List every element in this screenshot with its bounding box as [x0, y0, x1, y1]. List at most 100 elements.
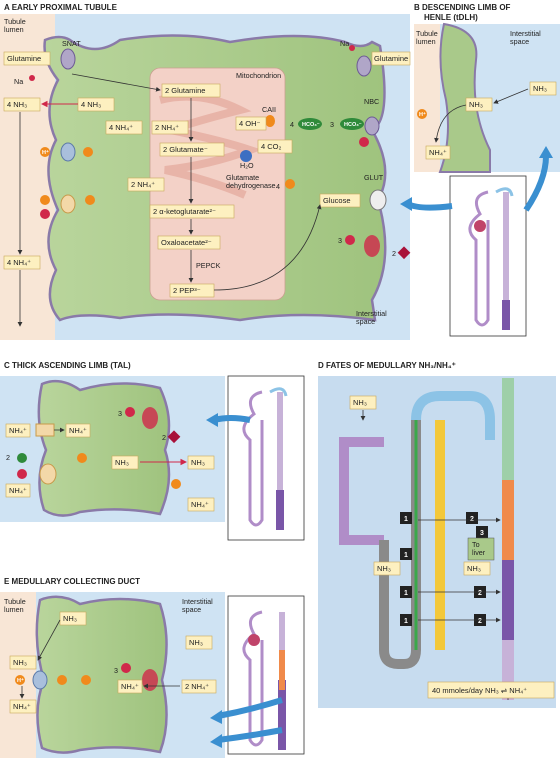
b-lumen-2: lumen — [416, 37, 436, 46]
panel-b: B DESCENDING LIMB OF HENLE (tDLH) Tubule… — [414, 3, 560, 173]
d-n3: 3 — [480, 530, 484, 537]
pointer-to-e-1 — [217, 697, 283, 719]
nh4-2a: 2 NH₄⁺ — [155, 123, 179, 132]
c-nh4-lumen: NH₄⁺ — [9, 426, 27, 435]
glutamine-right: Glutamine — [374, 54, 408, 63]
gln2-box — [161, 83, 221, 98]
pointer-to-a-head — [400, 197, 412, 211]
interstitial-label-2: space — [356, 317, 375, 326]
akg: 2 α-ketoglutarate²⁻ — [153, 207, 216, 216]
panel-d-title: D FATES OF MEDULLARY NH₃/NH₄⁺ — [318, 361, 456, 370]
c-na-ion — [17, 469, 27, 479]
d-footer-box — [427, 681, 555, 699]
nh4-2b-box — [127, 177, 165, 192]
b-inter-1: Interstitial — [510, 29, 541, 38]
d-loop-thin — [379, 420, 421, 669]
gdh-label-1: Glutamate — [226, 173, 259, 182]
panel-d: D FATES OF MEDULLARY NH₃/NH₄⁺ NH₃ 1 2 3 … — [318, 361, 556, 708]
snat-transporter — [60, 48, 76, 70]
na-k-atpase — [364, 235, 380, 257]
glutamine-left-box — [3, 51, 51, 66]
k-ion — [397, 246, 411, 260]
e-inter-1: Interstitial — [182, 597, 213, 606]
b-nh3-arrow-1 — [493, 88, 529, 104]
pointer-to-e-2 — [217, 727, 283, 743]
na-pump — [345, 235, 355, 245]
d-marker-2a — [466, 512, 478, 524]
d-prox-tubule — [339, 437, 384, 545]
oaa-box — [157, 235, 221, 250]
d-nh3-b-box — [463, 561, 491, 576]
b-nh4: NH₄⁺ — [429, 148, 447, 157]
b-h-label: H⁺ — [419, 111, 426, 118]
hco3-cell-label: HCO₃⁻ — [302, 122, 320, 128]
h-ion-3 — [40, 195, 50, 205]
hco3-cell — [298, 118, 322, 130]
c-cl2: 2 — [6, 453, 10, 462]
b-nh3-int-box — [529, 81, 557, 96]
nephron-inset-e — [227, 595, 305, 755]
h-ion-1-label: H⁺ — [42, 149, 49, 156]
h2o-molecule — [240, 150, 252, 162]
e-lumen-1: Tubule — [4, 597, 26, 606]
svg-text:1: 1 — [404, 590, 408, 597]
nh4-4: 4 NH₄⁺ — [109, 123, 133, 132]
c-na-k-atpase — [142, 407, 158, 429]
nh3-lumen: 4 NH₃ — [7, 100, 27, 109]
glucose: Glucose — [323, 196, 351, 205]
b-nh3-int: NH₃ — [533, 84, 547, 93]
c-h-int — [171, 479, 181, 489]
pointer-to-c-head — [206, 413, 218, 427]
d-liver-box — [467, 537, 495, 561]
nhe3-transporter — [60, 142, 76, 162]
k2-label: 2 — [392, 249, 396, 258]
glutamine-left: Glutamine — [7, 54, 41, 63]
pointer-to-b-head — [539, 146, 553, 158]
interstitial-label-1: Interstitial — [356, 309, 387, 318]
oh4-box — [235, 116, 267, 131]
e-nh4-cell: NH₄⁺ — [121, 682, 139, 691]
lumen-label-2: lumen — [4, 25, 24, 34]
d-nh3-top-box — [349, 395, 377, 410]
panel-c: C THICK ASCENDING LIMB (TAL) NH₄⁺ NH₄⁺ 2… — [0, 361, 225, 522]
glutamate-box — [159, 142, 225, 157]
lumen-bg — [0, 14, 55, 340]
h-ion-cell — [285, 179, 295, 189]
d-marker-1a — [400, 512, 412, 524]
na-right-label: Na — [340, 39, 349, 48]
b-nh3-cell: NH₃ — [469, 100, 483, 109]
h-ion-4 — [85, 195, 95, 205]
c-nh4-lumen-2: NH₄⁺ — [9, 486, 27, 495]
d-nh3-a-box — [373, 561, 401, 576]
glutamate: 2 Glutamate⁻ — [163, 145, 208, 154]
b-lumen-1: Tubule — [416, 29, 438, 38]
panel-b-title-2: HENLE (tDLH) — [424, 13, 478, 22]
nh4-4-box — [105, 120, 143, 135]
panel-e: E MEDULLARY COLLECTING DUCT Tubule lumen… — [0, 577, 225, 758]
svg-text:2: 2 — [478, 590, 482, 597]
b-h-ion — [417, 109, 427, 119]
pointer-to-b — [523, 155, 549, 212]
panel-a-title: A EARLY PROXIMAL TUBULE — [4, 3, 118, 12]
cristae — [154, 92, 262, 199]
c-k-ion — [167, 430, 181, 444]
c-nh3-cell: NH₃ — [115, 458, 129, 467]
e-nh4-int: 2 NH₄⁺ — [185, 682, 209, 691]
d-nh3-top: NH₃ — [353, 398, 367, 407]
glut-transporter — [369, 189, 387, 211]
e-lumen-2: lumen — [4, 605, 24, 614]
b-inter-2: space — [510, 37, 529, 46]
lumen-label-1: Tubule — [4, 17, 26, 26]
e-nh3-int: NH₃ — [189, 638, 203, 647]
na-dot — [29, 75, 35, 81]
co2-box — [257, 139, 293, 154]
nbc-transporter — [364, 116, 380, 136]
c-h-ion — [77, 453, 87, 463]
c-k2: 2 — [162, 433, 166, 442]
e-na3: 3 — [114, 666, 118, 675]
co2: 4 CO₂ — [261, 142, 282, 151]
tdlh-cell — [438, 22, 491, 173]
oh4: 4 OH⁻ — [239, 119, 261, 128]
glucose-box — [319, 193, 361, 208]
